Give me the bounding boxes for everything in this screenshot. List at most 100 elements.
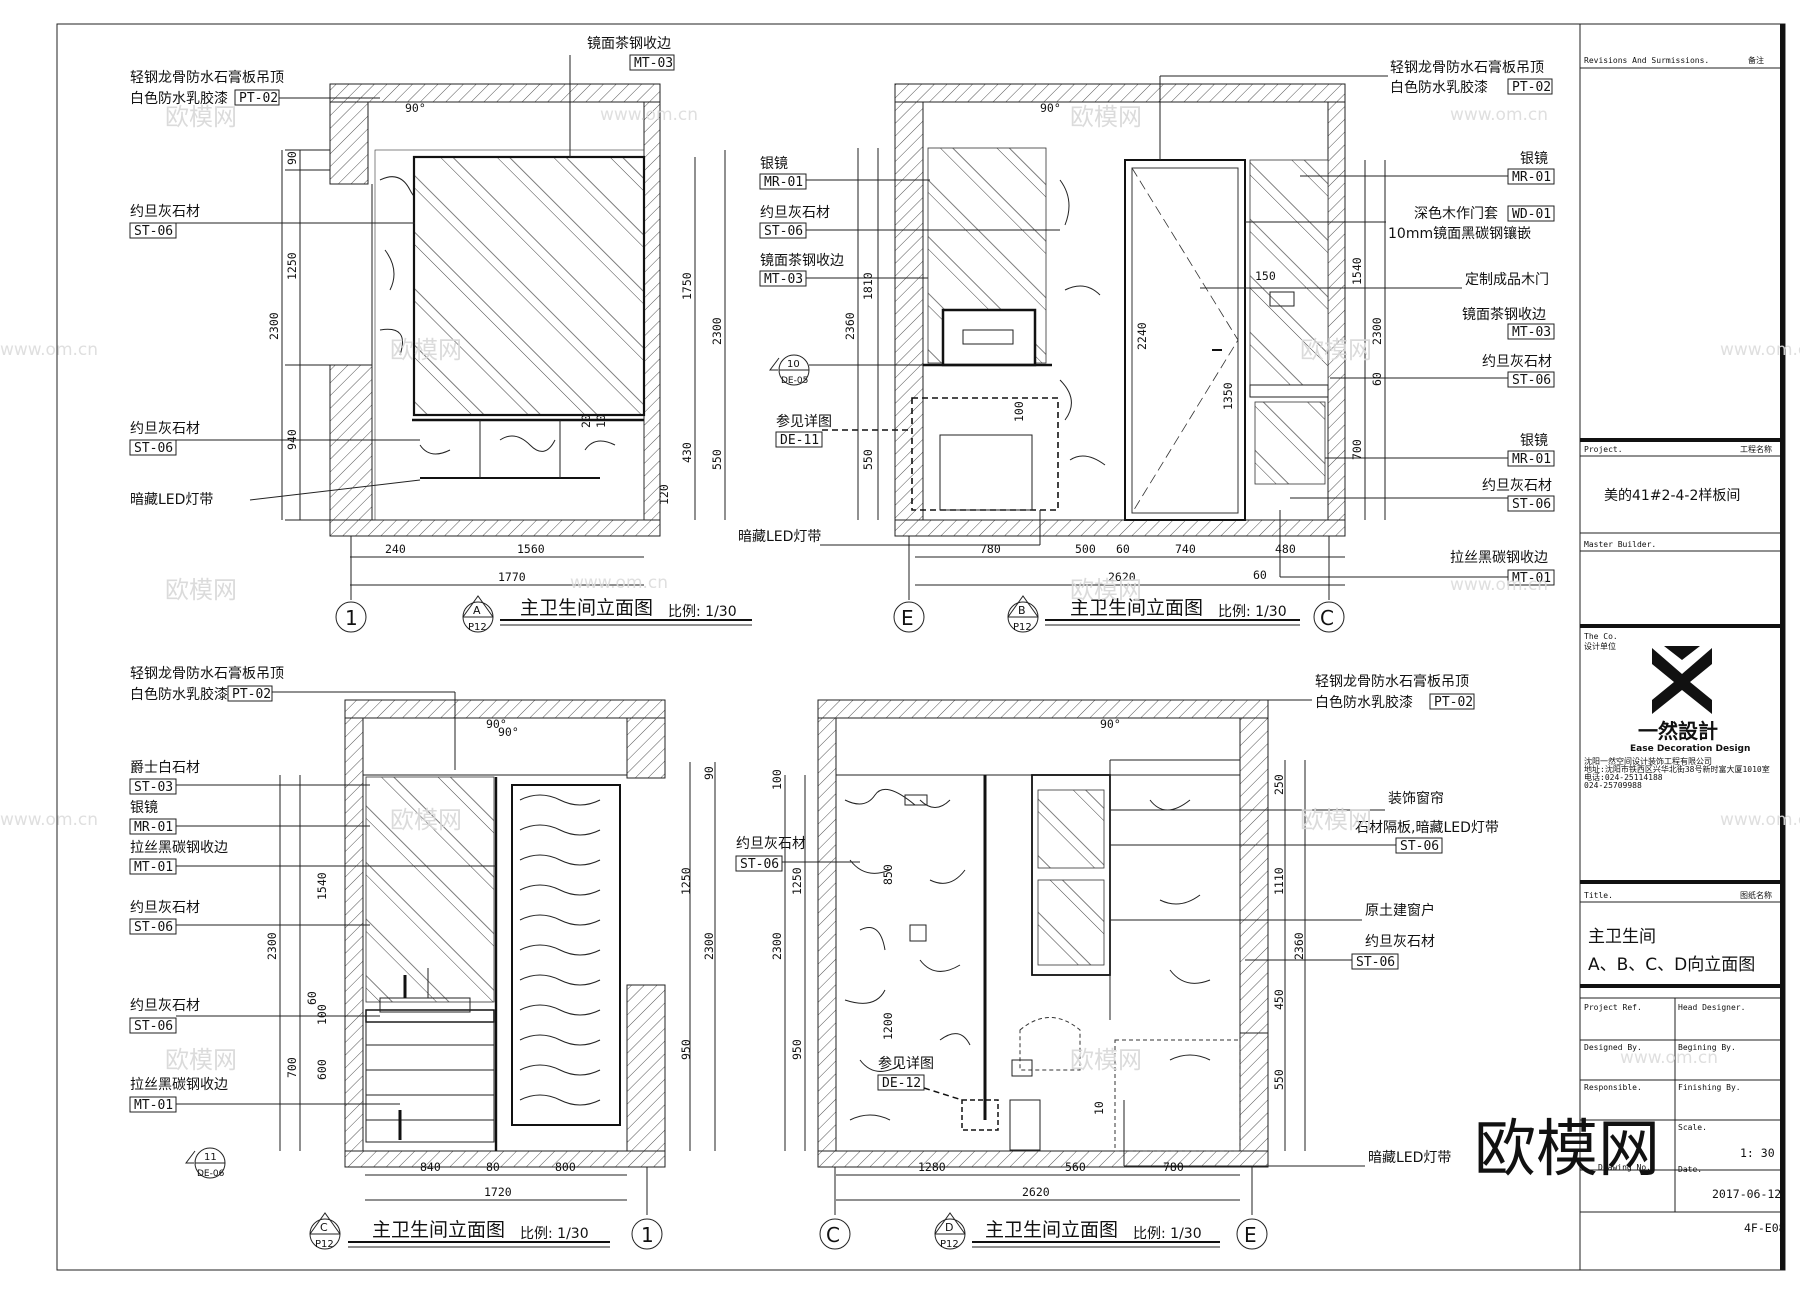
code-b-st06-r2: ST-06 [1512, 497, 1551, 512]
svg-text:1250: 1250 [285, 252, 299, 280]
svg-text:1540: 1540 [315, 872, 329, 900]
scale-label: Scale. [1678, 1123, 1707, 1132]
svg-text:560: 560 [1065, 1160, 1086, 1174]
note-d-stone: 约旦灰石材 [736, 836, 806, 852]
svg-text:欧模网: 欧模网 [1300, 336, 1372, 364]
svg-text:www.om.cn: www.om.cn [1720, 810, 1800, 830]
svg-text:DE-06: DE-06 [197, 1169, 225, 1179]
view-b-title: 主卫生间立面图 [1070, 597, 1203, 619]
svg-text:60: 60 [1253, 568, 1267, 582]
note-b-trim: 镜面茶钢收边 [760, 253, 844, 269]
svg-text:2300: 2300 [710, 317, 724, 345]
title-block: Revisions And Surmissions. 备注 Project. 工… [1580, 55, 1786, 1235]
note-b-ceiling: 轻钢龙骨防水石膏板吊顶 [1390, 59, 1544, 76]
svg-text:780: 780 [1163, 1160, 1184, 1174]
code-b-mt03: MT-03 [764, 272, 803, 287]
svg-text:250: 250 [1272, 774, 1286, 795]
svg-text:1110: 1110 [1272, 867, 1286, 895]
begining-by-label: Begining By. [1678, 1043, 1736, 1052]
svg-text:www.om.cn: www.om.cn [1450, 575, 1548, 595]
svg-text:DE-05: DE-05 [781, 376, 808, 386]
svg-text:1280: 1280 [918, 1160, 946, 1174]
note-a-stone-1: 约旦灰石材 [130, 204, 200, 220]
view-b-scale: 比例: 1/30 [1218, 604, 1287, 620]
svg-text:欧模网: 欧模网 [1070, 576, 1142, 604]
elevation-a: 轻钢龙骨防水石膏板吊顶 白色防水乳胶漆 PT-02 镜面茶钢收边 MT-03 约… [129, 36, 752, 633]
note-c-mirror: 银镜 [130, 800, 158, 816]
svg-text:11: 11 [204, 1152, 217, 1163]
svg-text:2620: 2620 [1022, 1185, 1050, 1199]
code-b-wd01: WD-01 [1512, 207, 1551, 222]
company-line-4: 024-25709988 [1584, 781, 1642, 790]
svg-text:20: 20 [579, 414, 593, 428]
code-b-mr01-r2: MR-01 [1512, 452, 1551, 467]
svg-text:10: 10 [1092, 1101, 1106, 1115]
drawing-no-label: Drawing No. [1598, 1163, 1651, 1172]
svg-text:1250: 1250 [790, 867, 804, 895]
master-builder-label: Master Builder. [1584, 540, 1656, 549]
mirror-a [412, 155, 646, 417]
svg-text:60: 60 [1116, 542, 1130, 556]
note-b-paint: 白色防水乳胶漆 [1390, 79, 1488, 96]
sheet-number: 4F-E08 [1744, 1221, 1786, 1235]
code-c-mt01-2: MT-01 [134, 1098, 173, 1113]
svg-text:www.om.cn: www.om.cn [1450, 105, 1548, 125]
view-a-scale: 比例: 1/30 [668, 604, 737, 620]
svg-text:欧模网: 欧模网 [1300, 806, 1372, 834]
svg-text:1350: 1350 [1221, 382, 1235, 410]
svg-text:欧模网: 欧模网 [390, 336, 462, 364]
detail-mark-c: 11 DE-06 [185, 1147, 226, 1179]
note-d-paint: 白色防水乳胶漆 [1315, 694, 1413, 711]
title-cn-label: 图纸名称 [1740, 890, 1772, 900]
code-b-pt02: PT-02 [1512, 80, 1551, 95]
svg-text:120: 120 [657, 484, 671, 505]
section-symbol-a: A P12 [462, 595, 494, 633]
svg-text:90°: 90° [1100, 717, 1121, 731]
svg-text:950: 950 [790, 1039, 804, 1060]
svg-text:2360: 2360 [843, 312, 857, 340]
section-symbol-d: D P12 [934, 1212, 966, 1250]
svg-text:欧模网: 欧模网 [165, 1046, 237, 1074]
svg-text:1560: 1560 [517, 542, 545, 556]
svg-text:90°: 90° [1040, 101, 1061, 115]
elevation-d: 约旦灰石材 ST-06 参见详图 DE-12 轻钢龙骨防水石膏板吊顶 白色防水乳… [735, 673, 1499, 1250]
note-c-white-stone: 爵士白石材 [130, 760, 200, 776]
axis-b-left: E [901, 606, 914, 630]
view-c-title: 主卫生间立面图 [372, 1219, 505, 1241]
note-b-led: 暗藏LED灯带 [738, 529, 821, 545]
note-c-paint: 白色防水乳胶漆 [130, 686, 228, 703]
code-d-pt02: PT-02 [1434, 695, 1473, 710]
svg-text:950: 950 [679, 1039, 693, 1060]
note-d-stone-shelf: 石材隔板,暗藏LED灯带 [1355, 820, 1499, 836]
mirror-c [365, 776, 495, 1003]
note-d-detail: 参见详图 [878, 1055, 934, 1072]
svg-text:1810: 1810 [861, 272, 875, 300]
svg-text:780: 780 [980, 542, 1001, 556]
svg-text:1540: 1540 [1350, 257, 1364, 285]
svg-text:700: 700 [1350, 439, 1364, 460]
code-a-pt02: PT-02 [239, 91, 278, 106]
detail-mark-b: 10 DE-05 [769, 354, 923, 386]
date-label: Date. [1678, 1165, 1702, 1174]
watermark-logo: 欧模网 [1474, 1112, 1660, 1185]
svg-text:2620: 2620 [1108, 570, 1136, 584]
code-b-mr01: MR-01 [764, 175, 803, 190]
code-d-st06-shelf: ST-06 [1400, 839, 1439, 854]
scale-value: 1: 30 [1740, 1146, 1775, 1160]
svg-text:B: B [1018, 604, 1026, 617]
elevation-c: 轻钢龙骨防水石膏板吊顶 白色防水乳胶漆 PT-02 爵士白石材 ST-03 银镜… [129, 665, 716, 1250]
code-c-st06-1: ST-06 [134, 920, 173, 935]
project-ref-label: Project Ref. [1584, 1003, 1642, 1012]
view-d-scale: 比例: 1/30 [1133, 1226, 1202, 1242]
note-d-led: 暗藏LED灯带 [1368, 1150, 1451, 1166]
svg-text:10: 10 [787, 359, 800, 370]
door-b [1124, 159, 1246, 521]
svg-text:100: 100 [770, 769, 784, 790]
company-logo [1652, 646, 1712, 714]
svg-text:2300: 2300 [1370, 317, 1384, 345]
company-line-1: 沈阳一然空间设计装饰工程有限公司 [1584, 756, 1712, 766]
svg-text:90°: 90° [405, 101, 426, 115]
axis-b-right: C [1320, 606, 1334, 630]
axis-a: 1 [345, 606, 358, 630]
svg-text:2300: 2300 [770, 932, 784, 960]
